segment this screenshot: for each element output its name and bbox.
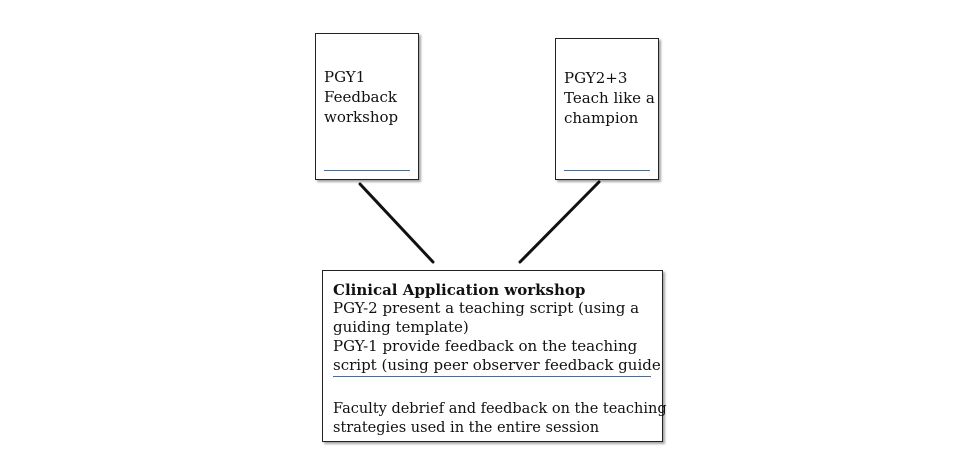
clinical-line-4: script (using peer observer feedback gui… (333, 356, 661, 374)
pgy23-teach-like-a-champion-box: PGY2+3 Teach like a champion (555, 38, 659, 180)
pgy1-line-2: Feedback (324, 88, 397, 106)
clinical-debrief-line-1: Faculty debrief and feedback on the teac… (333, 401, 667, 417)
pgy23-line-3: champion (564, 109, 639, 127)
pgy23-box-text: PGY2+3 Teach like a champion (564, 68, 655, 128)
pgy23-rule (564, 170, 650, 171)
clinical-box-title: Clinical Application workshop (333, 281, 586, 299)
pgy1-rule (324, 170, 410, 171)
pgy1-feedback-workshop-box: PGY1 Feedback workshop (315, 33, 419, 180)
clinical-application-workshop-box: Clinical Application workshop PGY-2 pres… (322, 270, 667, 442)
connector-pgy1-to-clinical (358, 182, 435, 264)
pgy1-box-text: PGY1 Feedback workshop (324, 67, 398, 127)
clinical-rule (333, 376, 651, 377)
pgy23-line-1: PGY2+3 (564, 69, 628, 87)
pgy1-line-1: PGY1 (324, 68, 366, 86)
clinical-line-2: guiding template) (333, 318, 469, 336)
pgy1-line-3: workshop (324, 108, 399, 126)
connector-pgy23-to-clinical (518, 180, 601, 264)
clinical-line-1: PGY-2 present a teaching script (using a (333, 299, 640, 317)
clinical-debrief-line-2: strategies used in the entire session (333, 420, 600, 436)
pgy23-line-2: Teach like a (564, 89, 655, 107)
clinical-line-3: PGY-1 provide feedback on the teaching (333, 337, 638, 355)
